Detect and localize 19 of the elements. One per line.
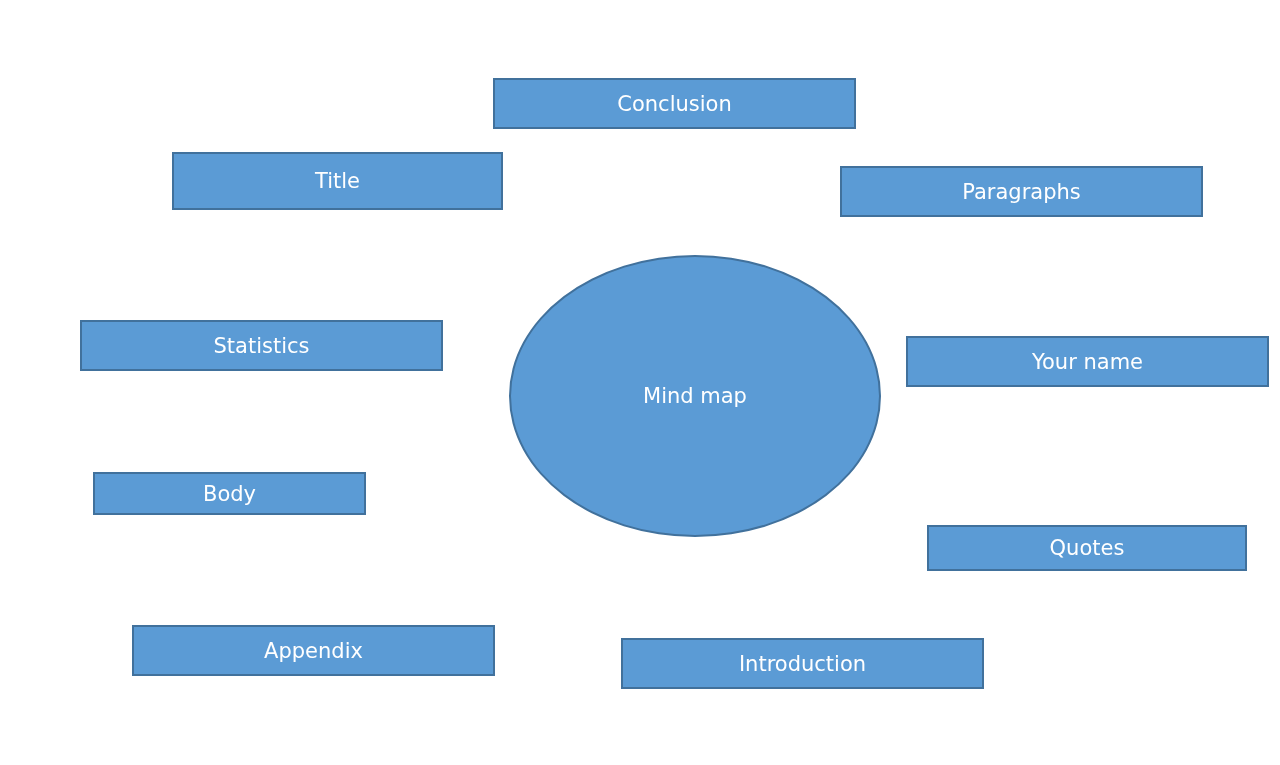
node-label: Appendix bbox=[264, 638, 363, 663]
node-label: Your name bbox=[1031, 349, 1144, 374]
node-label: Paragraphs bbox=[962, 179, 1081, 204]
topic-box bbox=[927, 525, 1247, 571]
topic-box bbox=[93, 472, 366, 515]
node-label: Title bbox=[315, 169, 360, 193]
topic-box bbox=[132, 625, 495, 676]
node-label: Body bbox=[203, 481, 256, 506]
node-label: Statistics bbox=[213, 333, 310, 358]
topic-box bbox=[172, 152, 503, 210]
node-label: Conclusion bbox=[617, 91, 732, 116]
topic-box bbox=[621, 638, 984, 689]
topic-box bbox=[80, 320, 443, 371]
node-label: Quotes bbox=[1049, 536, 1125, 560]
topic-box bbox=[840, 166, 1203, 217]
node-label: Introduction bbox=[738, 651, 867, 676]
topic-box bbox=[906, 336, 1269, 387]
topic-box bbox=[493, 78, 856, 129]
node-label: Mind map bbox=[643, 384, 747, 408]
